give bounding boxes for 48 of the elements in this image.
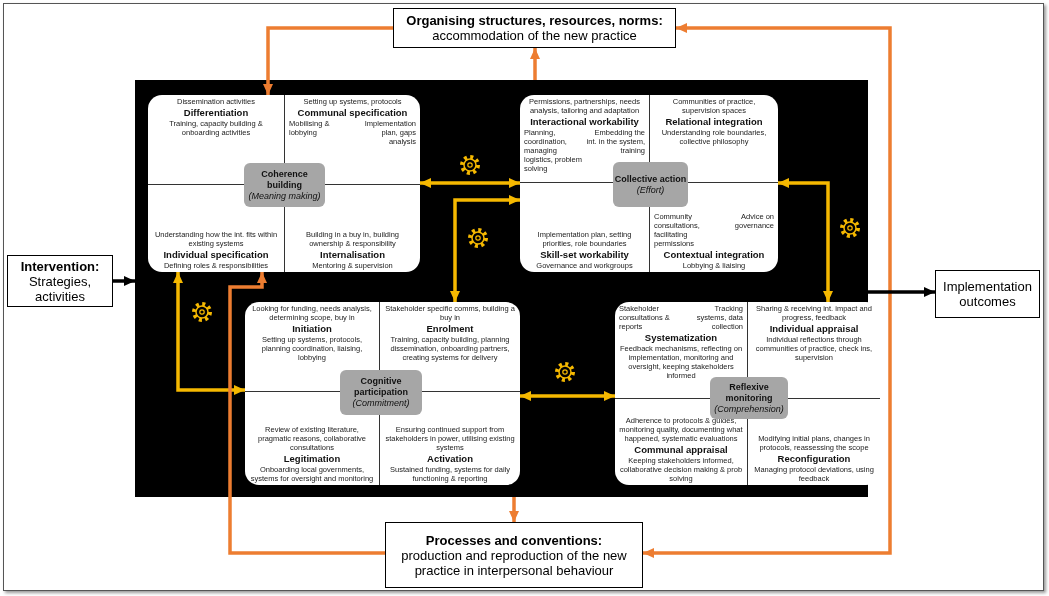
quadrant-card <box>245 302 520 485</box>
arrow <box>778 178 833 302</box>
quadrant-heading: Activation <box>427 453 473 464</box>
arrow <box>450 195 520 302</box>
note-box: Processes and conventions: production and reproduction of the new practice in interpersonal behaviour <box>385 522 643 588</box>
center-title: Coherence building <box>260 168 309 191</box>
quadrant-heading: Enrolment <box>426 323 474 334</box>
arrow <box>113 276 135 286</box>
quadrant-heading: Communal appraisal <box>634 444 728 455</box>
center-subtitle: (Effort) <box>636 184 665 196</box>
input-box: Intervention: Strategies, activities <box>7 255 113 307</box>
output-box: Implementation outcomes <box>935 270 1040 318</box>
arrow <box>420 178 520 188</box>
quadrant-heading: Internalisation <box>320 249 385 260</box>
quadrant-heading: Systematization <box>644 332 718 343</box>
quadrant-heading: Differentiation <box>183 107 249 118</box>
arrow <box>228 272 385 555</box>
quadrant-card <box>148 95 420 272</box>
quadrant-heading: Initiation <box>292 323 332 334</box>
center-subtitle: (Meaning making) <box>248 190 321 202</box>
quadrant-heading: Communal specification <box>297 107 408 118</box>
center-title: Cognitive participation <box>353 376 409 398</box>
quadrant-heading: Individual appraisal <box>769 323 859 334</box>
note-box: Organising structures, resources, norms: accommodation of the new practice <box>393 8 676 48</box>
quadrant-card <box>615 302 880 485</box>
center-subtitle: (Comprehension) <box>714 403 784 415</box>
arrow <box>868 287 935 297</box>
arrow <box>173 272 245 395</box>
center-title: Reflexive monitoring <box>724 381 774 404</box>
arrow <box>530 48 540 80</box>
quadrant-heading: Legitimation <box>283 453 341 464</box>
arrow <box>643 23 892 558</box>
arrow <box>263 26 393 95</box>
quadrant-heading: Contextual integration <box>663 249 765 260</box>
arrow <box>509 497 519 522</box>
center-title: Collective action <box>614 173 687 185</box>
center-subtitle: (Commitment) <box>352 398 410 409</box>
quadrant-heading: Skill-set workability <box>540 249 629 260</box>
quadrant-card <box>520 95 778 272</box>
arrow <box>520 391 615 401</box>
center-label-box <box>244 163 325 207</box>
center-label-box <box>613 162 688 207</box>
quadrant-heading: Reconfiguration <box>777 453 851 464</box>
quadrant-heading: Interactional workability <box>530 116 639 127</box>
quadrant-heading: Individual specification <box>163 249 269 260</box>
quadrant-heading: Relational integration <box>665 116 763 127</box>
center-label-box <box>340 370 422 415</box>
center-label-box <box>710 377 788 419</box>
